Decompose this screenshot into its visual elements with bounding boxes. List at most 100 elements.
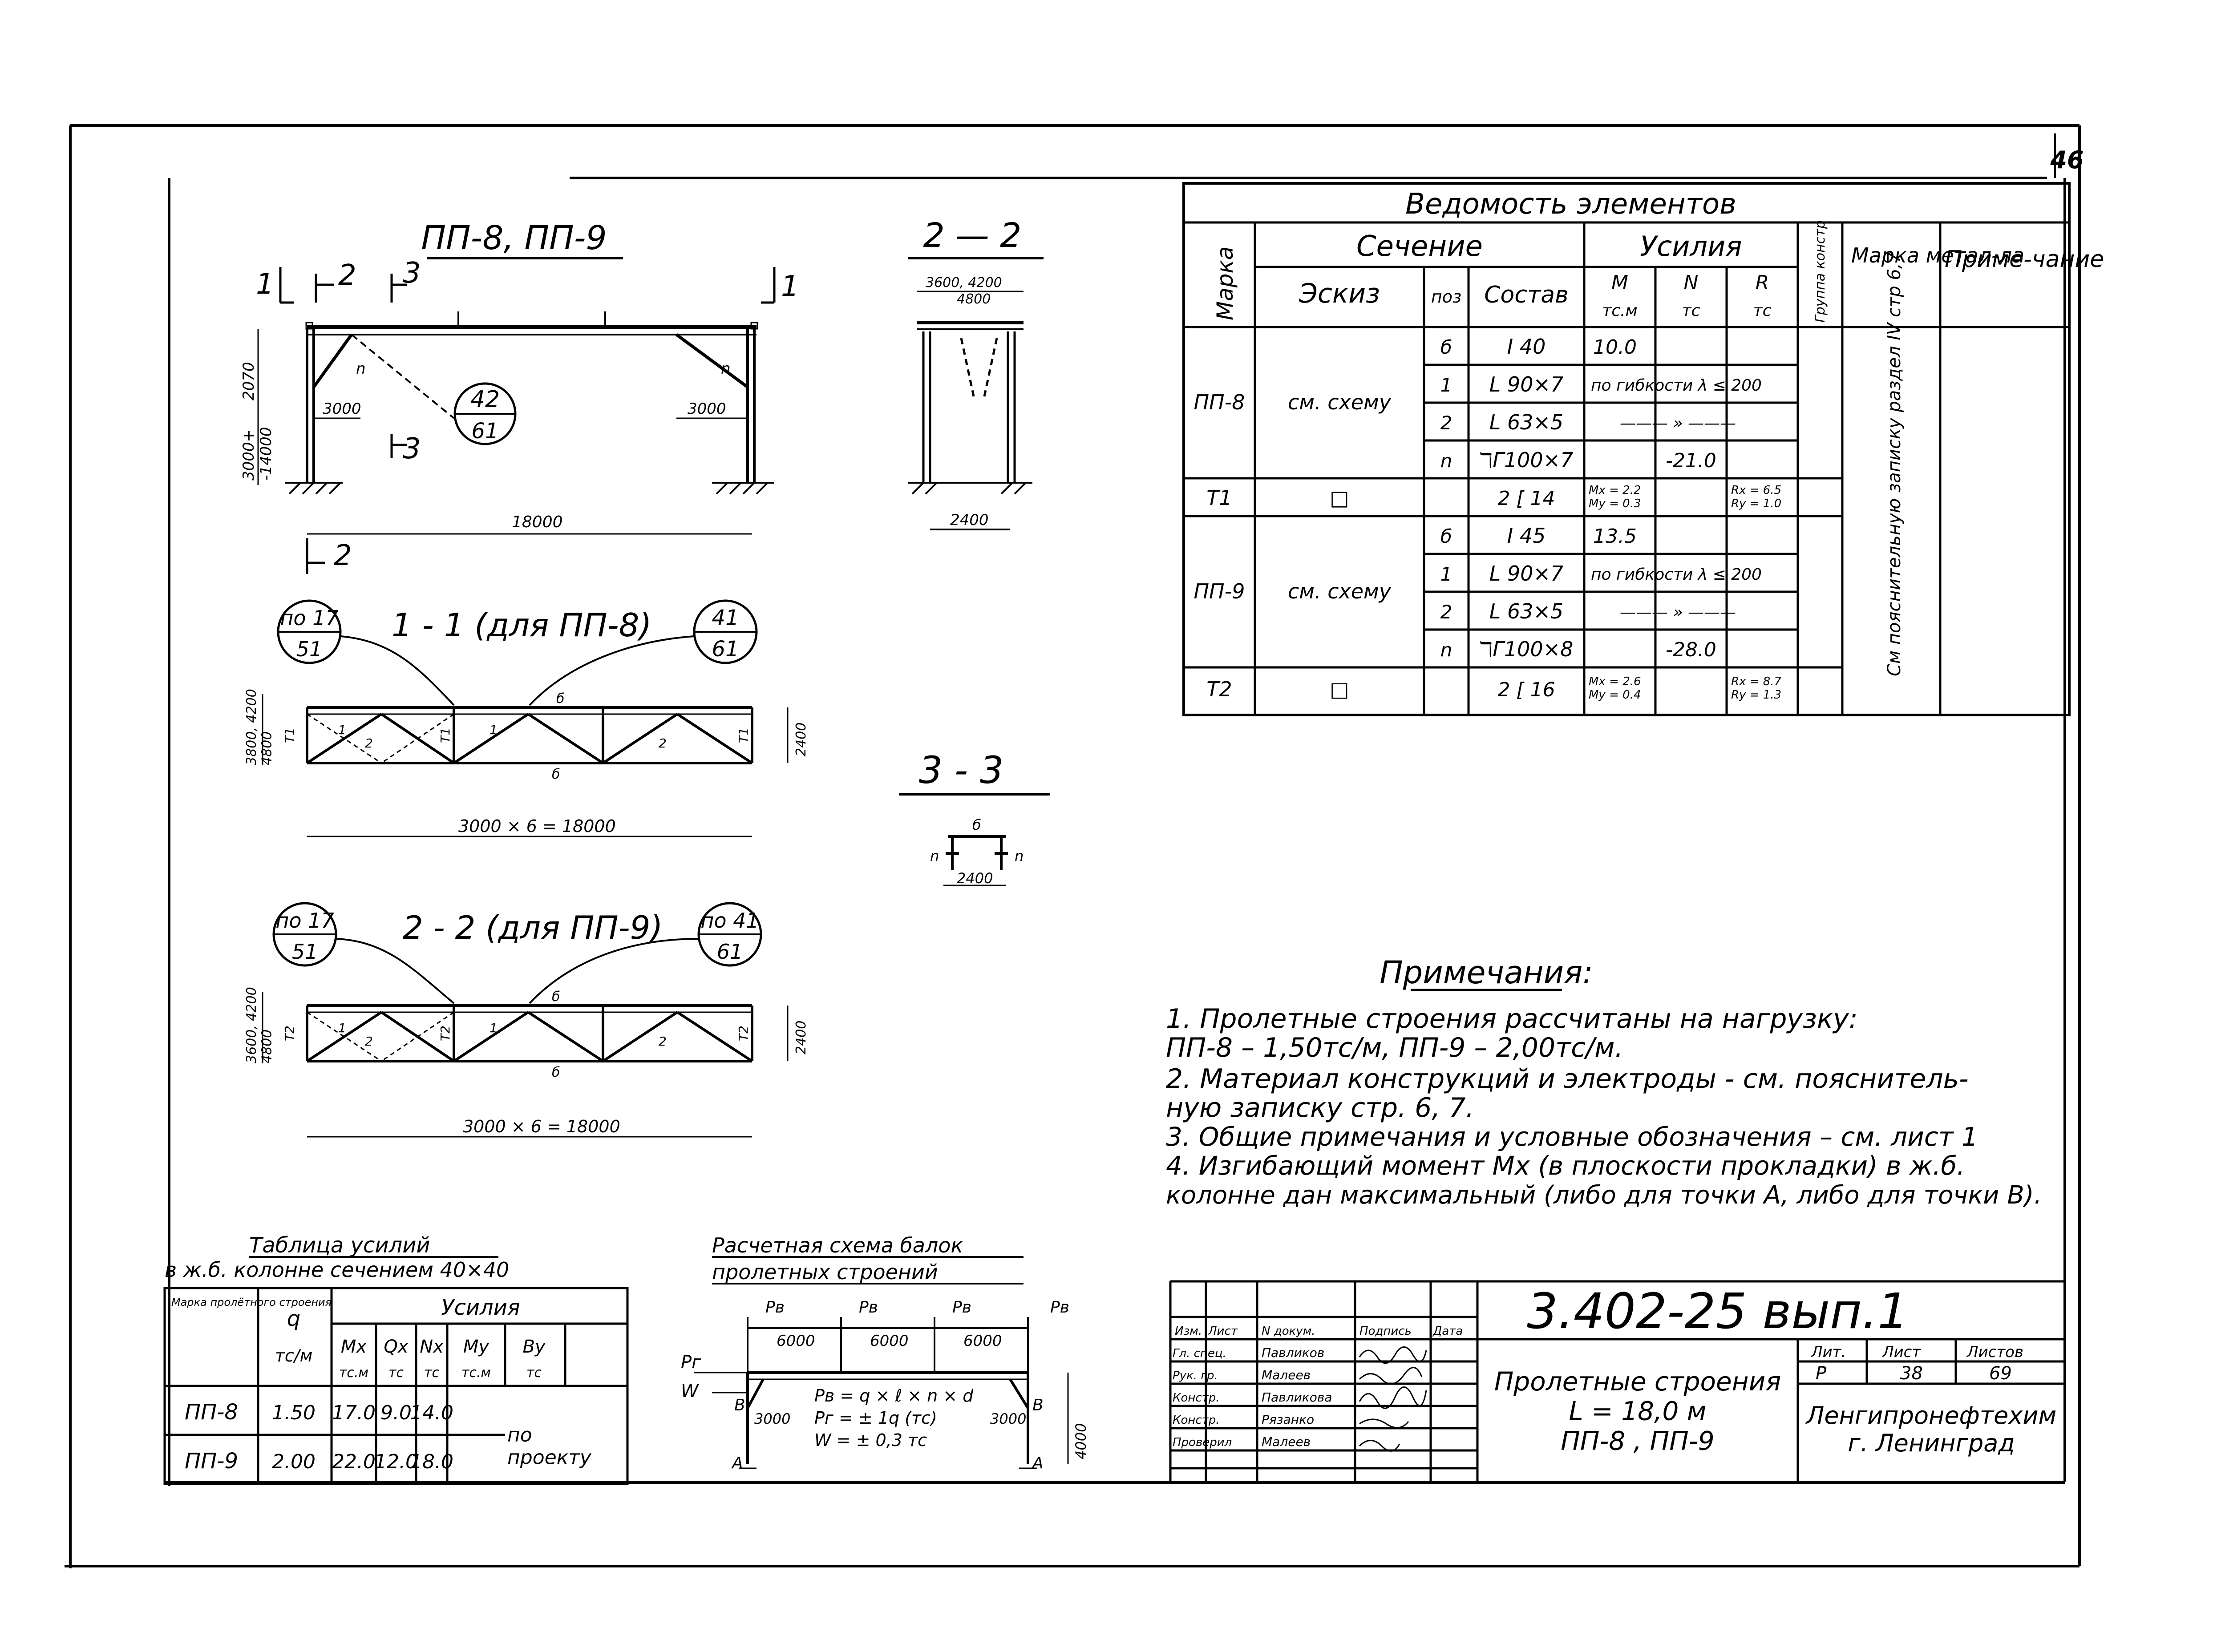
member-label: Т1 — [282, 727, 297, 743]
member-label: 2 — [365, 736, 373, 751]
section-2-2-dim-mid: 4800 — [957, 291, 991, 307]
person: Малеев — [1262, 1368, 1311, 1382]
calc-point: B — [734, 1396, 745, 1414]
section-mark: 2 — [338, 259, 356, 292]
section-cut-marks — [279, 267, 776, 574]
rev-header: Дата — [1432, 1325, 1463, 1338]
header-r-unit: тс — [1753, 302, 1772, 320]
sheets-header: Листов — [1966, 1343, 2023, 1361]
force-row-q: 1.50 — [272, 1402, 316, 1424]
header-m: М — [1611, 271, 1628, 294]
calc-point: B — [1032, 1396, 1044, 1414]
member-label: Т2 — [736, 1026, 751, 1041]
callout-bottom: 61 — [717, 940, 743, 964]
calc-left-label: W — [681, 1381, 699, 1402]
beam-bracket-right — [750, 322, 758, 330]
row-m: ——— » ——— — [1620, 603, 1736, 622]
callout-bottom: 51 — [292, 940, 318, 964]
row-pos: 2 — [1440, 601, 1452, 623]
header-section: Сечение — [1356, 230, 1483, 263]
dim-span: 18000 — [512, 513, 563, 531]
role: Констр. — [1173, 1414, 1220, 1427]
force-col: Qх — [384, 1337, 408, 1357]
row-n: -28.0 — [1666, 638, 1716, 661]
member-label: Т2 — [282, 1026, 297, 1041]
calc-height: 4000 — [1072, 1423, 1089, 1459]
row-marka: Т2 — [1206, 677, 1232, 701]
row-comp: I 40 — [1507, 335, 1546, 359]
force-unit: тс.м — [339, 1365, 368, 1381]
row-comp: L 90×7 — [1489, 372, 1564, 396]
row-m: ——— » ——— — [1620, 414, 1736, 432]
header-m-unit: тс.м — [1602, 302, 1637, 320]
member-label: б — [556, 691, 565, 707]
section-mark: 3 — [403, 432, 421, 465]
row-n: -21.0 — [1666, 449, 1716, 472]
plan-1-1-dim-left: 3800, 42004800 — [244, 689, 275, 765]
note-line: колонне дан максимальный (либо для точки… — [1166, 1181, 2042, 1210]
note-line: 4. Изгибающий момент Мх (в плоскости про… — [1166, 1151, 1965, 1181]
calc-formula: Рв = q × ℓ × n × d — [814, 1386, 974, 1406]
person: Павликова — [1262, 1390, 1332, 1405]
force-row-mx: 17.0 — [332, 1402, 376, 1424]
row-pos: 2 — [1440, 412, 1452, 434]
calc-load: Рв — [765, 1298, 785, 1317]
section-mark: 3 — [403, 257, 421, 290]
callout-top: 42 — [470, 386, 500, 413]
header-group: Группа констр — [1812, 220, 1828, 323]
header-n: N — [1684, 271, 1699, 294]
role: Констр. — [1173, 1391, 1220, 1405]
doc-code: 3.402-25 вып.1 — [1527, 1283, 1909, 1340]
stage-header: Лит. — [1810, 1343, 1846, 1361]
force-row-mx: 22.0 — [332, 1450, 376, 1473]
row-m: по гибкости λ ≤ 200 — [1591, 376, 1762, 395]
plan-2-2: 2 - 2 (для ПП-9) по 17 51 по 41 61 Т2 Т2… — [244, 902, 809, 1138]
plan-1-1-title: 1 - 1 (для ПП-8) — [392, 606, 652, 644]
person: Малеев — [1262, 1434, 1311, 1449]
elevation-brace-label: n — [356, 360, 366, 378]
force-head-q-unit: тс/м — [275, 1346, 313, 1365]
callout-top: по 17 — [275, 909, 334, 933]
section-3-3-dim: 2400 — [957, 870, 993, 887]
callout-bottom: 61 — [471, 419, 498, 444]
row-pos: 1 — [1440, 374, 1452, 396]
section-3-3-label: n — [1015, 848, 1024, 864]
calc-title: Расчетная схема балок — [712, 1233, 963, 1257]
row-comp: I 45 — [1507, 524, 1546, 548]
stage-value: Р — [1816, 1363, 1827, 1384]
row-comp: 2 [ 16 — [1497, 679, 1555, 701]
force-table-subtitle: в ж.б. колонне сечением 40×40 — [165, 1258, 509, 1282]
elevation-brace-label: n — [721, 360, 731, 378]
header-composition: Состав — [1484, 282, 1569, 308]
header-steel: Марка метал-ла — [1851, 243, 2024, 267]
plan-2-2-dim-bottom: 3000 × 6 = 18000 — [463, 1117, 620, 1136]
force-table-title: Таблица усилий — [249, 1233, 430, 1258]
plan-2-2-dim-right: 2400 — [793, 1021, 809, 1054]
row-pos: n — [1440, 450, 1452, 472]
calc-point: A — [1032, 1454, 1044, 1472]
dim-panel-left: 3000 — [323, 400, 361, 418]
row-marka: Т1 — [1206, 486, 1232, 510]
member-label: Т1 — [736, 727, 751, 743]
column-left — [306, 329, 315, 483]
member-label: 1 — [338, 723, 346, 737]
notes-title: Примечания: — [1380, 954, 1593, 991]
section-mark: 1 — [781, 270, 799, 303]
plan-1-1: 1 - 1 (для ПП-8) по 17 51 41 61 Т1 Т1 Т1 — [244, 599, 809, 837]
row-comp: L 90×7 — [1489, 561, 1564, 586]
note-line: ПП-8 – 1,50тс/м, ПП-9 – 2,00тс/м. — [1166, 1032, 1623, 1063]
member-label: 1 — [490, 723, 498, 737]
calc-panel-dim: 3000 — [754, 1410, 790, 1427]
schedule-title: Ведомость элементов — [1405, 188, 1736, 221]
ground-hatch-left — [285, 482, 343, 495]
section-3-3-label: n — [930, 848, 939, 864]
force-row-q: 2.00 — [272, 1450, 316, 1473]
elevation-title: ПП-8, ПП-9 — [421, 219, 607, 257]
calc-formula: W = ± 0,3 тс — [814, 1430, 927, 1450]
schedule-table: Ведомость элементов Марка — [1182, 182, 2104, 716]
